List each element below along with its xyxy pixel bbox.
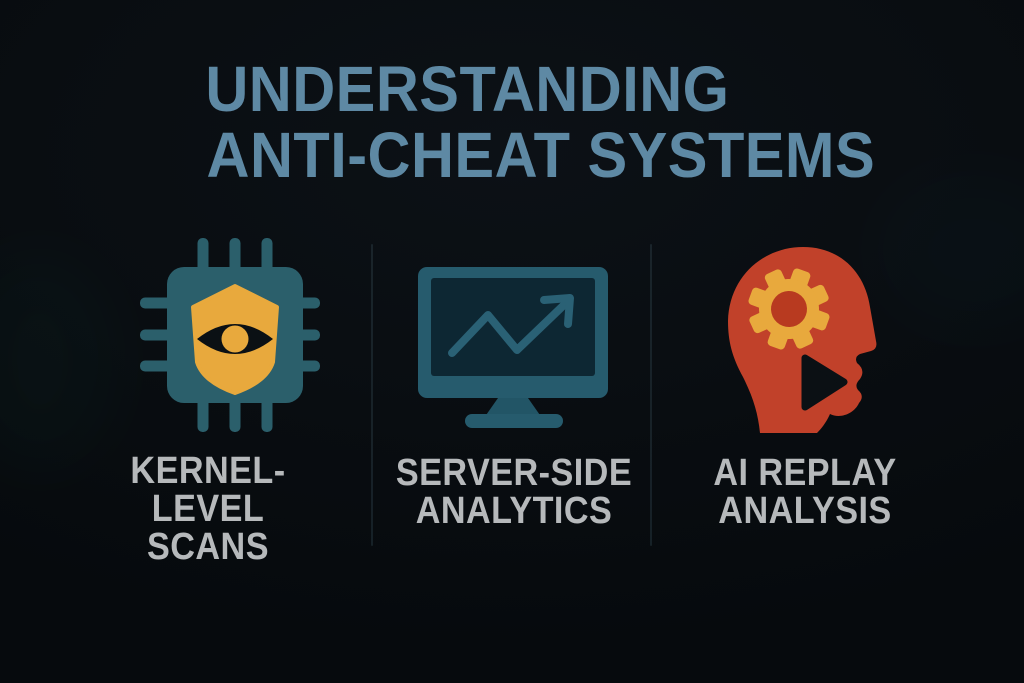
- page-title-line-1: UNDERSTANDING: [205, 53, 730, 125]
- label-server-side-analytics: SERVER-SIDE ANALYTICS: [383, 454, 645, 530]
- label-line: LEVEL: [151, 488, 265, 530]
- column-divider-left: [371, 244, 373, 546]
- head-gear-play-icon: [728, 247, 877, 433]
- gear-shape: [748, 268, 830, 350]
- label-line: ANALYSIS: [718, 490, 892, 532]
- chip-shield-eye-icon: [140, 238, 320, 432]
- monitor-trend-chart-icon: [418, 267, 608, 428]
- background-glow-left: [0, 250, 120, 470]
- page-title: UNDERSTANDING ANTI-CHEAT SYSTEMS: [0, 56, 1024, 188]
- eye-iris: [221, 325, 249, 353]
- label-ai-replay-analysis: AI REPLAY ANALYSIS: [703, 454, 907, 530]
- label-kernel-level-scans: KERNEL- LEVEL SCANS: [122, 452, 294, 566]
- column-divider-right: [650, 244, 652, 546]
- page-title-line-2: ANTI-CHEAT SYSTEMS: [206, 119, 876, 191]
- label-line: KERNEL-: [130, 450, 286, 492]
- label-line: SCANS: [147, 526, 269, 568]
- play-icon: [801, 354, 848, 411]
- label-line: AI REPLAY: [713, 452, 897, 494]
- background-glow-right: [874, 170, 1024, 330]
- label-line: ANALYTICS: [415, 490, 613, 532]
- label-line: SERVER-SIDE: [395, 452, 633, 494]
